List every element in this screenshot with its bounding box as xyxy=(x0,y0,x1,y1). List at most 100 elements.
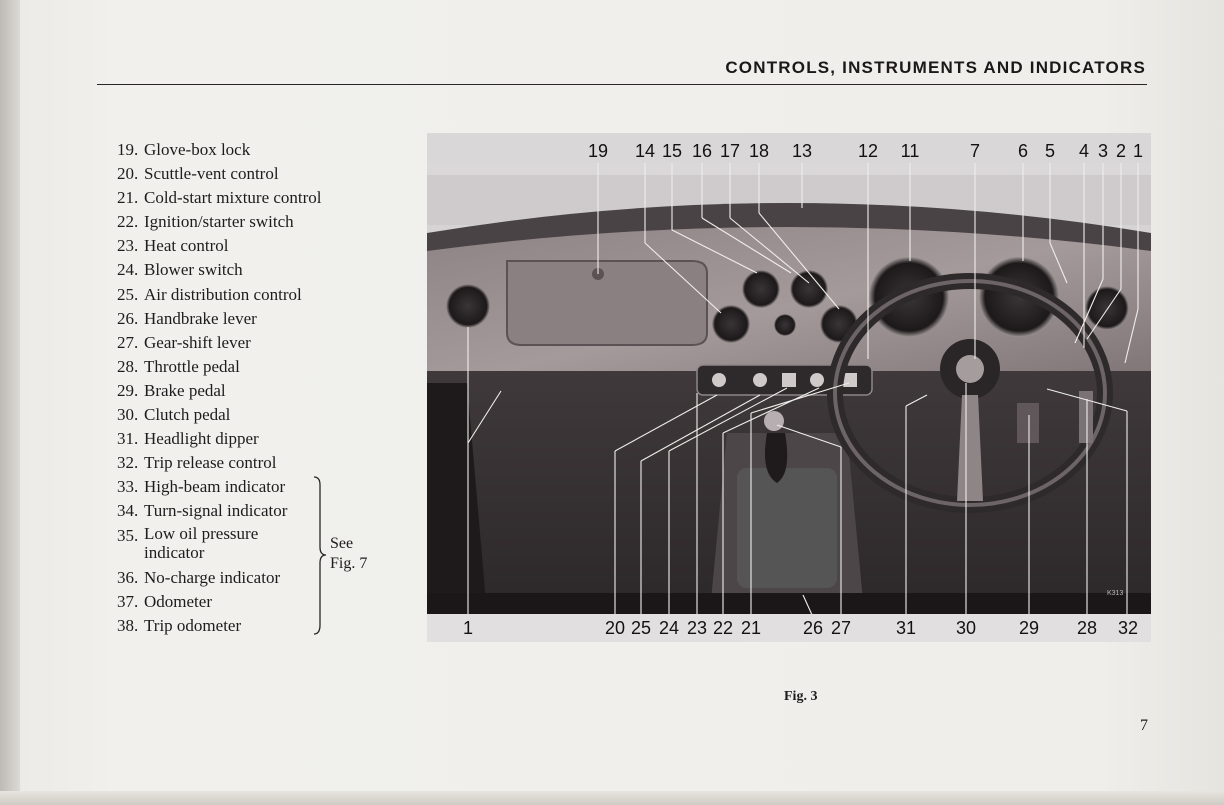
top-callouts: 19 14 15 16 17 18 13 12 11 7 6 5 4 3 2 1 xyxy=(588,141,1143,161)
instrument-dial xyxy=(1085,286,1129,330)
switch-panel xyxy=(712,373,857,387)
figure-caption: Fig. 3 xyxy=(784,689,818,704)
legend-number: 37 xyxy=(117,591,134,611)
brake-pedal xyxy=(1017,403,1039,443)
gear-shift-knob xyxy=(764,411,784,431)
legend-label: Ignition/starter switch xyxy=(144,212,294,232)
legend-number: 19 xyxy=(117,140,134,159)
callout-top: 16 xyxy=(692,141,712,161)
legend-item: 31.Headlight dipper xyxy=(95,427,322,451)
legend-item: 34.Turn-signal indicator xyxy=(95,499,322,523)
legend-item: 32.Trip release control xyxy=(95,451,322,475)
callout-bottom: 28 xyxy=(1077,618,1097,638)
legend-item: 25.Air distribution control xyxy=(95,283,322,307)
legend-number: 27 xyxy=(117,332,134,352)
callout-top: 14 xyxy=(635,141,655,161)
throttle-pedal xyxy=(1079,391,1093,443)
legend-item: 22.Ignition/starter switch xyxy=(95,210,322,234)
callout-top: 4 xyxy=(1079,141,1089,161)
legend-label: Air distribution control xyxy=(144,284,302,304)
callout-bottom: 1 xyxy=(463,618,473,638)
legend-number: 25 xyxy=(117,284,134,304)
legend-label: Throttle pedal xyxy=(144,356,240,376)
legend-label: Trip odometer xyxy=(144,615,242,635)
legend-item: 33.High-beam indicator xyxy=(95,475,322,499)
page-bottom-edge xyxy=(0,791,1224,805)
legend-label: Headlight dipper xyxy=(144,429,259,449)
legend-label: Clutch pedal xyxy=(144,405,231,425)
callout-top: 5 xyxy=(1045,141,1055,161)
callout-top: 17 xyxy=(720,141,740,161)
legend-label: Odometer xyxy=(144,591,212,611)
legend-label: Low oil pressure indicator xyxy=(144,523,259,563)
callout-top: 2 xyxy=(1116,141,1126,161)
dashboard-photo: K313 19 14 15 16 17 18 13 12 11 7 6 5 4 … xyxy=(427,133,1151,642)
callout-bottom: 31 xyxy=(896,618,916,638)
legend-item: 28.Throttle pedal xyxy=(95,355,322,379)
leader-lines xyxy=(467,161,1139,618)
legend-number: 38 xyxy=(117,615,134,635)
callout-bottom: 30 xyxy=(956,618,976,638)
legend-item: 21.Cold-start mixture control xyxy=(95,186,322,210)
instrument-dial xyxy=(712,305,750,343)
legend-label: Blower switch xyxy=(144,260,243,280)
legend-label: Trip release control xyxy=(144,453,277,473)
legend-number: 36 xyxy=(117,567,134,587)
callout-top: 18 xyxy=(749,141,769,161)
gear-shift-boot xyxy=(764,433,788,483)
callout-bottom: 29 xyxy=(1019,618,1039,638)
legend-number: 34 xyxy=(117,501,134,521)
legend-number: 24 xyxy=(117,260,134,280)
legend-number: 21 xyxy=(117,188,134,208)
callout-bottom: 20 xyxy=(605,618,625,638)
instrument-dial xyxy=(742,270,780,308)
legend-item: 24.Blower switch xyxy=(95,258,322,282)
see-label: See xyxy=(330,535,354,552)
legend-item: 19.Glove-box lock xyxy=(95,138,322,162)
callout-top: 1 xyxy=(1133,141,1143,161)
header-rule xyxy=(97,84,1147,85)
legend-item: 29.Brake pedal xyxy=(95,379,322,403)
legend-item: 26.Handbrake lever xyxy=(95,307,322,331)
legend-item: 23.Heat control xyxy=(95,234,322,258)
legend-label: Handbrake lever xyxy=(144,308,257,328)
legend-number: 22 xyxy=(117,212,134,232)
callout-bottom: 21 xyxy=(741,618,761,638)
legend-number: 20 xyxy=(117,164,134,184)
callout-top: 3 xyxy=(1098,141,1108,161)
legend-number: 32 xyxy=(117,453,134,473)
legend-item: 20.Scuttle-vent control xyxy=(95,162,322,186)
legend-number: 23 xyxy=(117,236,134,256)
page-header-title: CONTROLS, INSTRUMENTS AND INDICATORS xyxy=(725,58,1146,77)
callout-top: 12 xyxy=(858,141,878,161)
page-number: 7 xyxy=(1140,717,1148,734)
legend-label: Scuttle-vent control xyxy=(144,164,279,184)
callout-top: 11 xyxy=(901,141,920,161)
legend-label: Glove-box lock xyxy=(144,140,251,159)
legend-label: Cold-start mixture control xyxy=(144,188,322,208)
callout-bottom: 23 xyxy=(687,618,707,638)
legend-label: No-charge indicator xyxy=(144,567,281,587)
callout-top: 7 xyxy=(970,141,980,161)
callout-bottom: 32 xyxy=(1118,618,1138,638)
reference-brace xyxy=(313,476,327,635)
fuel-gauge-dial xyxy=(446,284,490,328)
book-spine xyxy=(0,0,20,805)
legend-label: Gear-shift lever xyxy=(144,332,251,352)
legend-item: 30.Clutch pedal xyxy=(95,403,322,427)
callout-top: 15 xyxy=(662,141,682,161)
legend-label: Brake pedal xyxy=(144,380,226,400)
legend-number: 26 xyxy=(117,308,134,328)
see-figure-reference: See Fig. 7 xyxy=(330,534,367,574)
legend-number: 35 xyxy=(117,525,134,545)
callout-top: 19 xyxy=(588,141,608,161)
legend-label: High-beam indicator xyxy=(144,477,286,497)
legend-number: 30 xyxy=(117,405,134,425)
bottom-callouts: 1 20 25 24 23 22 21 26 27 31 30 29 28 32 xyxy=(463,618,1138,638)
legend-number: 33 xyxy=(117,477,134,497)
figure-ref-label: Fig. 7 xyxy=(330,555,368,572)
callout-bottom: 27 xyxy=(831,618,851,638)
instrument-dial xyxy=(774,314,796,336)
legend-item: 37.Odometer xyxy=(95,590,322,614)
